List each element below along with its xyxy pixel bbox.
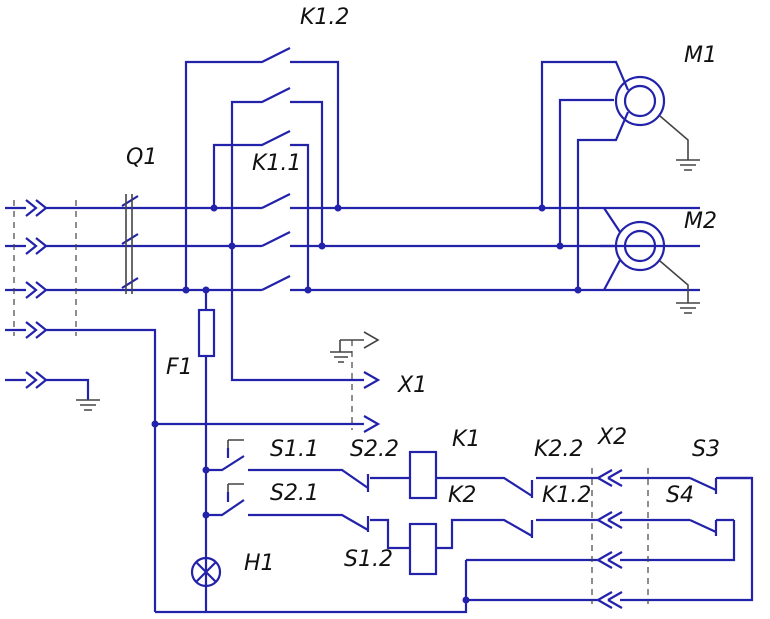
label-k2: K2: [448, 483, 476, 508]
control-pushbuttons: [204, 439, 370, 612]
label-s4: S4: [666, 483, 694, 508]
fuse-f1: [197, 290, 216, 440]
socket-x2: [464, 468, 754, 609]
ground-symbol-input: [76, 399, 100, 411]
motor-m1-symbol: [614, 75, 700, 171]
label-s2-2: S2.2: [350, 437, 399, 462]
contacts-k1-2-upper: [184, 47, 340, 290]
junction-dots: [151, 204, 582, 604]
label-s2-1: S2.1: [270, 481, 319, 506]
lamp-h1: [190, 556, 222, 588]
label-k2-2: K2.2: [534, 437, 583, 462]
label-h1: H1: [244, 551, 275, 576]
label-s3: S3: [692, 437, 720, 462]
label-q1: Q1: [126, 145, 157, 170]
contacts-k1-1: [261, 193, 292, 300]
label-k1-2: K1.2: [542, 483, 591, 508]
switch-s4: [689, 518, 734, 536]
return-wire: [155, 600, 468, 614]
label-x2: X2: [597, 425, 627, 450]
label-k1: K1: [452, 427, 480, 452]
label-k1-1: K1.1: [252, 151, 301, 176]
socket-x1: [155, 246, 381, 433]
labels: K1.2 M1 M2 Q1 K1.1 F1 X1 S1.1 S2.2 K1 K2…: [126, 5, 720, 576]
switch-s3: [689, 476, 752, 494]
breaker-q1: [120, 194, 700, 294]
label-s1-1: S1.1: [270, 437, 319, 462]
label-f1: F1: [166, 355, 193, 380]
control-rungs: [370, 450, 598, 576]
motor-m1-wiring: [540, 60, 630, 290]
label-k1-2-top: K1.2: [300, 5, 349, 30]
label-m1: M1: [684, 43, 717, 68]
label-s1-2: S1.2: [344, 547, 393, 572]
motor-m2-symbol: [600, 207, 700, 314]
input-connectors: [5, 199, 157, 612]
label-x1: X1: [397, 373, 427, 398]
label-m2: M2: [684, 209, 717, 234]
